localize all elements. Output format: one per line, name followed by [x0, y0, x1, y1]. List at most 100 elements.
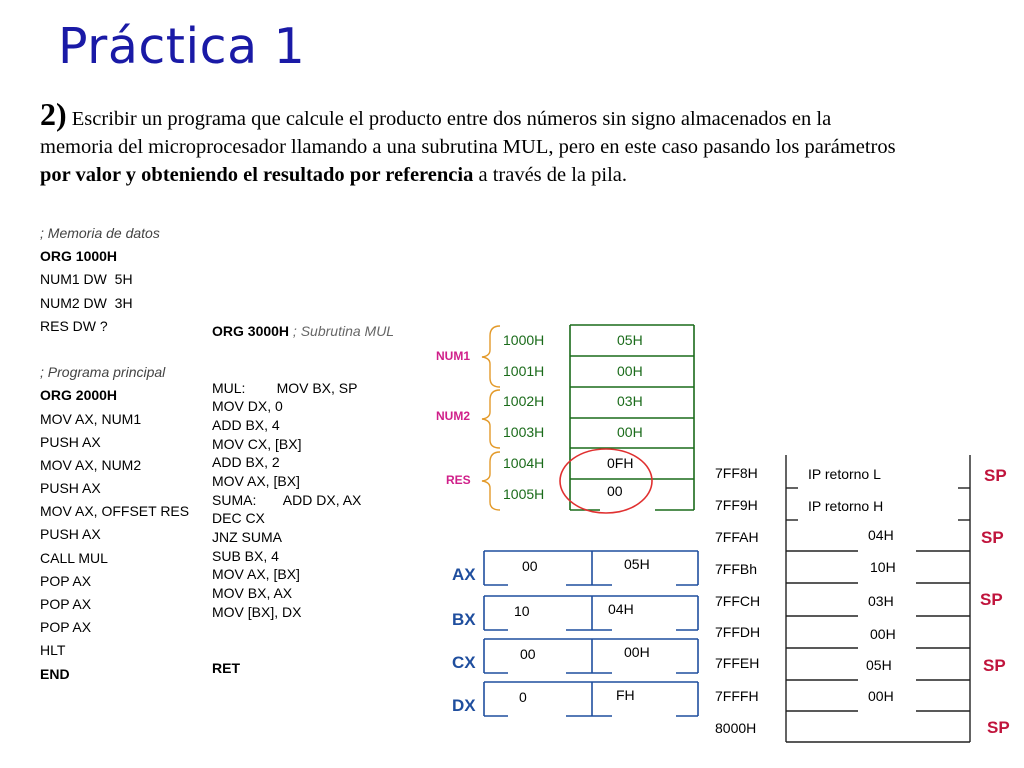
- main-code-line: END: [40, 665, 70, 682]
- subroutine-line: MOV CX, [BX]: [212, 435, 302, 452]
- label-res: RES: [446, 473, 471, 487]
- subroutine-line: MOV [BX], DX: [212, 603, 302, 620]
- label-num1: NUM1: [436, 349, 471, 363]
- register-low-byte: 00H: [624, 644, 650, 660]
- stack-value: 05H: [866, 657, 892, 673]
- main-code-line: ORG 1000H: [40, 248, 118, 265]
- memory-table-lines: [569, 324, 695, 511]
- main-code-line: PUSH AX: [40, 526, 101, 543]
- main-code-line: MOV AX, OFFSET RES: [40, 503, 190, 520]
- register-high-byte: 00: [520, 646, 536, 662]
- stack-value: IP retorno L: [808, 466, 881, 482]
- statement-line-2: memoria del microprocesador llamando a u…: [40, 136, 896, 158]
- register-high-byte: 10: [514, 603, 530, 619]
- main-code-line: ; Memoria de datos: [40, 225, 160, 241]
- result-highlight-circle: [559, 448, 653, 514]
- slide-title: Práctica 1: [58, 18, 306, 75]
- stack-pointer-label: SP: [983, 656, 1006, 675]
- register-name: BX: [452, 610, 476, 629]
- statement-text-1: Escribir un programa que calcule el prod…: [71, 108, 832, 130]
- subroutine-comment: ; Subrutina MUL: [289, 323, 395, 340]
- stack-address: 7FF9H: [715, 497, 758, 513]
- stack-address: 7FFBh: [715, 561, 758, 577]
- main-code-line: CALL MUL: [40, 549, 108, 566]
- stack-pointer-label: SP: [980, 590, 1003, 609]
- subroutine-org: ORG 3000H: [212, 323, 290, 340]
- statement-line-1: 2) Escribir un programa que calcule el p…: [40, 98, 1024, 133]
- statement-bold-part: por valor y obteniendo el resultado por …: [40, 164, 474, 186]
- subroutine-ret: RET: [212, 659, 240, 676]
- main-code-line: HLT: [40, 642, 66, 659]
- stack-value: IP retorno H: [808, 498, 884, 514]
- stack-value: 03H: [868, 593, 894, 609]
- stack-address: 7FFCH: [715, 593, 761, 609]
- statement-line-3: por valor y obteniendo el resultado por …: [40, 161, 1024, 189]
- stack-address: 8000H: [715, 720, 757, 736]
- stack-pointer-label: SP: [984, 466, 1007, 485]
- main-code-line: POP AX: [40, 596, 92, 612]
- main-code-line: RES DW ?: [40, 317, 108, 334]
- stack-pointer-label: SP: [987, 718, 1010, 737]
- register-high-byte: 00: [522, 558, 538, 574]
- register-low-byte: 04H: [608, 601, 634, 617]
- statement-number: 2): [40, 96, 67, 132]
- memory-braces: [481, 325, 501, 511]
- label-num2: NUM2: [436, 409, 471, 423]
- subroutine-line: MOV BX, AX: [212, 585, 293, 602]
- memory-value: 00H: [617, 424, 643, 440]
- memory-address: 1000H: [503, 332, 545, 348]
- subroutine-line: SUB BX, 4: [212, 547, 279, 564]
- main-code-line: NUM1 DW 5H: [40, 271, 133, 288]
- main-code-line: POP AX: [40, 619, 92, 636]
- stack-address: 7FF8H: [715, 465, 758, 481]
- statement-rest: a través de la pila.: [473, 164, 628, 186]
- stack-address: 7FFDH: [715, 624, 761, 640]
- subroutine-line: MUL: MOV BX, SP: [212, 379, 358, 396]
- main-code-line: ; Programa principal: [40, 364, 166, 381]
- main-code-line: MOV AX, NUM1: [40, 410, 142, 427]
- main-code-line: ORG 2000H: [40, 387, 118, 404]
- main-code-line: PUSH AX: [40, 433, 101, 450]
- stack-address: 7FFEH: [715, 655, 760, 671]
- subroutine-line: MOV DX, 0: [212, 398, 283, 415]
- main-code-line: POP AX: [40, 572, 92, 589]
- subroutine-line: SUMA: ADD DX, AX: [212, 491, 362, 508]
- subroutine-line: MOV AX, [BX]: [212, 566, 300, 583]
- stack-pointer-label: SP: [981, 528, 1004, 547]
- memory-value: 0FH: [607, 455, 634, 471]
- stack-value: 10H: [870, 559, 896, 575]
- memory-address: 1004H: [503, 455, 545, 471]
- memory-address: 1001H: [503, 363, 545, 379]
- subroutine-org-line: ORG 3000H ; Subrutina MUL: [212, 322, 394, 341]
- stack-value: 00H: [868, 688, 894, 704]
- stack-value: 04H: [868, 527, 894, 543]
- register-high-byte: 0: [519, 689, 527, 705]
- memory-value: 00H: [617, 363, 643, 379]
- main-code-line: MOV AX, NUM2: [40, 456, 142, 473]
- subroutine-line: ADD BX, 2: [212, 454, 280, 471]
- memory-address: 1005H: [503, 486, 545, 502]
- memory-value: 05H: [617, 332, 643, 348]
- subroutine-line: ADD BX, 4: [212, 416, 280, 433]
- memory-value: 00: [607, 483, 623, 499]
- register-low-byte: 05H: [624, 556, 650, 572]
- stack-address: 7FFAH: [715, 529, 759, 545]
- subroutine-line: JNZ SUMA: [212, 529, 282, 545]
- stack-address: 7FFFH: [715, 688, 759, 704]
- stack-box-lines: [785, 455, 971, 743]
- subroutine-code: ORG 3000H ; Subrutina MUL MUL: MOV BX, S…: [212, 285, 394, 696]
- memory-address: 1003H: [503, 424, 545, 440]
- main-code-line: PUSH AX: [40, 480, 101, 497]
- memory-address: 1002H: [503, 393, 545, 409]
- main-code-line: NUM2 DW 3H: [40, 294, 133, 311]
- register-name: CX: [452, 653, 476, 672]
- problem-statement: 2) Escribir un programa que calcule el p…: [40, 98, 1024, 189]
- subroutine-line: DEC CX: [212, 510, 265, 527]
- register-name: DX: [452, 696, 476, 715]
- register-box-lines: [483, 550, 699, 717]
- memory-value: 03H: [617, 393, 643, 409]
- subroutine-line: MOV AX, [BX]: [212, 472, 300, 489]
